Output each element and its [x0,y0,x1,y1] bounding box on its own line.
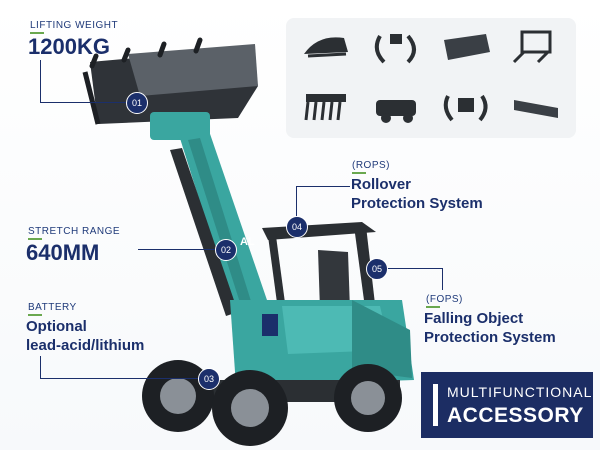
stretch-range-title: STRETCH RANGE [28,226,121,237]
leader-01 [40,102,130,103]
badge-bar [433,384,438,426]
sweeper-icon [376,100,416,123]
pallet-fork-icon [512,30,552,64]
lifting-weight-underline [30,32,44,34]
grapple-bucket-icon [304,37,348,58]
leader-03 [40,378,200,379]
battery-line2: lead-acid/lithium [26,337,145,354]
marker-01: 01 [126,92,148,114]
leader-01-v [40,60,41,103]
leader-02 [138,249,216,250]
battery-line1: Optional [26,318,87,335]
rops-code: (ROPS) [352,160,390,171]
bale-clamp-icon [443,94,488,122]
rops-line1: Rollover [351,176,412,193]
bucket-icon [444,34,490,60]
stretch-range-value: 640MM [26,240,100,265]
fops-line1: Falling Object [424,310,524,327]
lifting-weight-title: LIFTING WEIGHT [30,20,119,31]
leader-04 [296,186,350,187]
battery-title: BATTERY [28,302,77,313]
blade-icon [514,100,558,118]
accessory-panel [286,18,576,138]
lifting-weight-value: 1200KG [28,34,110,59]
fops-code: (FOPS) [426,294,463,305]
leader-03-v [40,356,41,378]
marker-04: 04 [286,216,308,238]
leader-04-v [296,186,297,220]
rake-grapple-icon [304,94,346,121]
accessory-badge: MULTIFUNCTIONAL ACCESSORY [421,372,593,438]
battery-underline [28,314,42,316]
badge-line1: MULTIFUNCTIONAL [447,384,593,400]
cab-logo: AL [240,236,255,248]
leader-05-v [442,268,443,290]
log-grapple-icon [374,34,416,64]
fops-line2: Protection System [424,329,556,346]
marker-05: 05 [366,258,388,280]
fops-underline [426,306,440,308]
rops-line2: Protection System [351,195,483,212]
badge-line2: ACCESSORY [447,404,584,427]
marker-02: 02 [215,239,237,261]
leader-05 [380,268,442,269]
marker-03: 03 [198,368,220,390]
stretch-range-underline [28,238,42,240]
rops-underline [352,172,366,174]
